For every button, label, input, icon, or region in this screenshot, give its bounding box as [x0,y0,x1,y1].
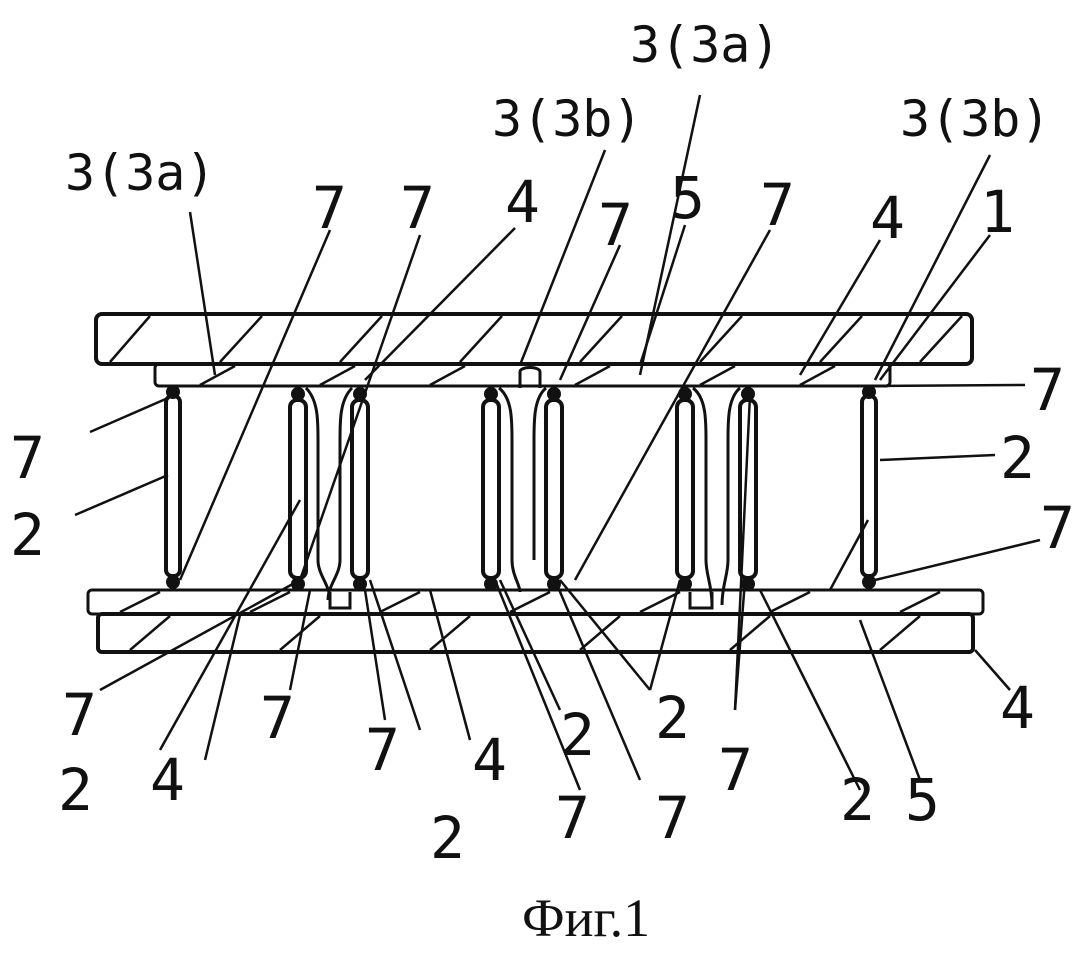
label-3-3b-mid: 3(3b) [492,90,643,148]
label-3-3a-left: 3(3a) [65,144,216,202]
label-2-bm3: 2 [655,684,690,752]
label-5-top: 5 [670,164,705,232]
label-7-bm3: 7 [718,736,753,804]
label-7-right-top: 7 [1030,356,1065,424]
label-2-bm2: 2 [560,701,595,769]
label-4-bm: 4 [472,726,507,794]
label-5-br: 5 [905,766,940,834]
bottom-strip [88,590,983,614]
label-3-3b-right: 3(3b) [900,90,1051,148]
label-4-br: 4 [1000,674,1035,742]
label-7-bm2: 7 [655,784,690,852]
label-4-top-a: 4 [505,168,540,236]
label-7-d: 7 [760,171,795,239]
label-3-3a-top: 3(3a) [630,16,781,74]
label-7-right-bot: 7 [1040,494,1075,562]
label-7-c: 7 [598,191,633,259]
label-2-bl: 2 [58,756,93,824]
figure-caption: Фиг.1 [522,888,650,948]
label-2-bm1: 2 [430,804,465,872]
label-1: 1 [980,178,1015,246]
label-7-left: 7 [10,424,45,492]
label-2-right: 2 [1000,424,1035,492]
label-2-br: 2 [840,766,875,834]
label-7-bm1: 7 [555,784,590,852]
tube-walls [166,368,876,609]
label-7-bl3: 7 [365,716,400,784]
top-plate [96,314,972,364]
label-7-b: 7 [400,174,435,242]
label-7-bl1: 7 [62,681,97,749]
label-2-left: 2 [10,501,45,569]
label-7-bl2: 7 [260,684,295,752]
label-7-a: 7 [312,174,347,242]
label-4-top-b: 4 [870,184,905,252]
label-4-bl: 4 [150,746,185,814]
